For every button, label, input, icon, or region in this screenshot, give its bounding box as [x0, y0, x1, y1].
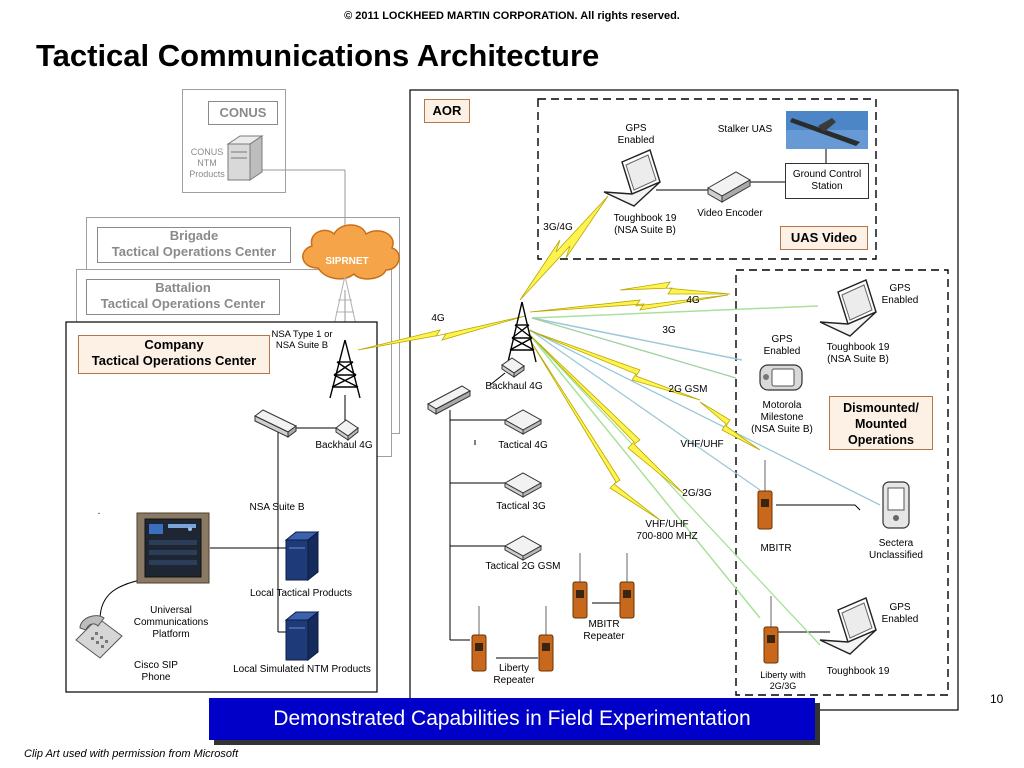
link-vhf-uhf-label: VHF/UHF — [680, 439, 724, 450]
conus-server-icon — [226, 135, 264, 181]
mbitr-repeater-label: MBITR Repeater — [583, 619, 625, 642]
siprnet-tower-icon — [333, 275, 357, 326]
aor-backhaul-label: Backhaul 4G — [485, 381, 543, 392]
universal-platform-label: Universal Communications Platform — [133, 605, 209, 640]
tactical-2g-label: Tactical 2G GSM — [485, 561, 561, 572]
toughbook-bottom-label: Toughbook 19 — [826, 666, 890, 677]
uas-gps-label: GPS Enabled — [617, 123, 655, 146]
liberty-repeater-radio-right-icon — [538, 606, 554, 672]
tactical-3g-modem-icon — [503, 472, 543, 498]
company-nsa-type1-label: NSA Type 1 or NSA Suite B — [271, 329, 333, 351]
link-2g3g-label: 2G/3G — [682, 488, 712, 499]
local-tactical-server-icon — [284, 530, 320, 582]
dismounted-label: Dismounted/ Mounted Operations — [829, 396, 933, 450]
link-4g-right-label: 4G — [686, 295, 700, 306]
wireless-links — [529, 305, 881, 646]
liberty-with-label: Liberty with 2G/3G — [760, 670, 806, 691]
liberty-repeater-label: Liberty Repeater — [493, 663, 535, 686]
company-backhaul-modem-icon — [335, 419, 359, 442]
uas-video-label: UAS Video — [780, 226, 868, 250]
capabilities-banner-text: Demonstrated Capabilities in Field Exper… — [273, 707, 751, 730]
tactical-4g-label: Tactical 4G — [498, 440, 548, 451]
mbitr-repeater-radio-left-icon — [572, 553, 588, 619]
local-tactical-label: Local Tactical Products — [249, 588, 353, 599]
uas-toughbook-laptop-icon — [603, 149, 661, 207]
capabilities-banner: Demonstrated Capabilities in Field Exper… — [209, 698, 815, 740]
toughbook-top-laptop-icon — [819, 279, 877, 337]
battalion-label: Battalion Tactical Operations Center — [86, 279, 280, 315]
toughbook-bottom-laptop-icon — [819, 597, 877, 655]
link-3g4g-label: 3G/4G — [543, 222, 573, 233]
link-vhf-uhf-mhz-label: VHF/UHF 700-800 MHZ — [636, 519, 698, 542]
sectera-label: Sectera Unclassified — [869, 538, 923, 561]
uas-toughbook-label: Toughbook 19 (NSA Suite B) — [613, 213, 677, 236]
company-toc-box — [65, 321, 378, 693]
aor-switch-icon — [426, 385, 472, 415]
company-toc-label: Company Tactical Operations Center — [78, 335, 270, 374]
company-tower-icon — [329, 339, 361, 399]
sectera-phone-icon — [882, 481, 910, 529]
copyright-notice: © 2011 LOCKHEED MARTIN CORPORATION. All … — [344, 10, 680, 22]
company-switch-icon — [254, 409, 297, 438]
mbitr-radio-icon — [757, 460, 773, 530]
universal-platform-icon — [136, 512, 210, 584]
clip-art-note: Clip Art used with permission from Micro… — [24, 748, 239, 760]
gps-top-label: GPS Enabled — [881, 283, 919, 306]
siprnet-cloud-icon — [302, 224, 400, 280]
video-encoder-icon — [706, 171, 752, 203]
stalker-uas-image — [786, 111, 868, 149]
mbitr-repeater-radio-right-icon — [619, 553, 635, 619]
conus-label: CONUS — [208, 101, 278, 125]
company-backhaul-label: Backhaul 4G — [315, 440, 373, 451]
motorola-label: Motorola Milestone (NSA Suite B) — [751, 400, 813, 435]
aor-backhaul-modem-icon — [501, 357, 525, 378]
toughbook-top-label: Toughbook 19 (NSA Suite B) — [826, 342, 890, 365]
aor-tower-icon — [507, 301, 537, 363]
brigade-label: Brigade Tactical Operations Center — [97, 227, 291, 263]
stalker-uas-label: Stalker UAS — [717, 124, 773, 135]
aor-label: AOR — [424, 99, 470, 123]
cisco-phone-label: Cisco SIP Phone — [134, 660, 178, 683]
liberty-repeater-radio-left-icon — [471, 606, 487, 672]
link-3g-label: 3G — [662, 325, 676, 336]
link-4g-left-label: 4G — [431, 313, 445, 324]
video-encoder-label: Video Encoder — [697, 208, 763, 219]
tactical-4g-modem-icon — [503, 409, 543, 435]
company-dot: . — [97, 506, 101, 517]
mbitr-label: MBITR — [760, 543, 792, 554]
company-nsa-suite-b-label: NSA Suite B — [249, 502, 305, 513]
siprnet-label: SIPRNET — [325, 256, 369, 267]
page-title: Tactical Communications Architecture — [36, 38, 600, 73]
motorola-phone-icon — [759, 364, 803, 391]
ground-control-station: Ground Control Station — [785, 163, 869, 199]
liberty-radio-icon — [763, 596, 779, 664]
tactical-2g-modem-icon — [503, 535, 543, 561]
cisco-phone-icon — [75, 615, 123, 659]
lightning-bolts — [357, 195, 761, 521]
page-number: 10 — [990, 692, 1004, 706]
tactical-3g-label: Tactical 3G — [496, 501, 546, 512]
gps-bottom-label: GPS Enabled — [881, 602, 919, 625]
link-2g-gsm-label: 2G GSM — [668, 384, 708, 395]
local-simulated-server-icon — [284, 610, 320, 662]
local-simulated-label: Local Simulated NTM Products — [233, 664, 371, 675]
conus-server-label: CONUS NTM Products — [189, 147, 225, 179]
uas-dashed-group — [537, 98, 877, 260]
dismounted-dashed-group — [735, 269, 949, 696]
gps-motorola-label: GPS Enabled — [763, 334, 801, 357]
